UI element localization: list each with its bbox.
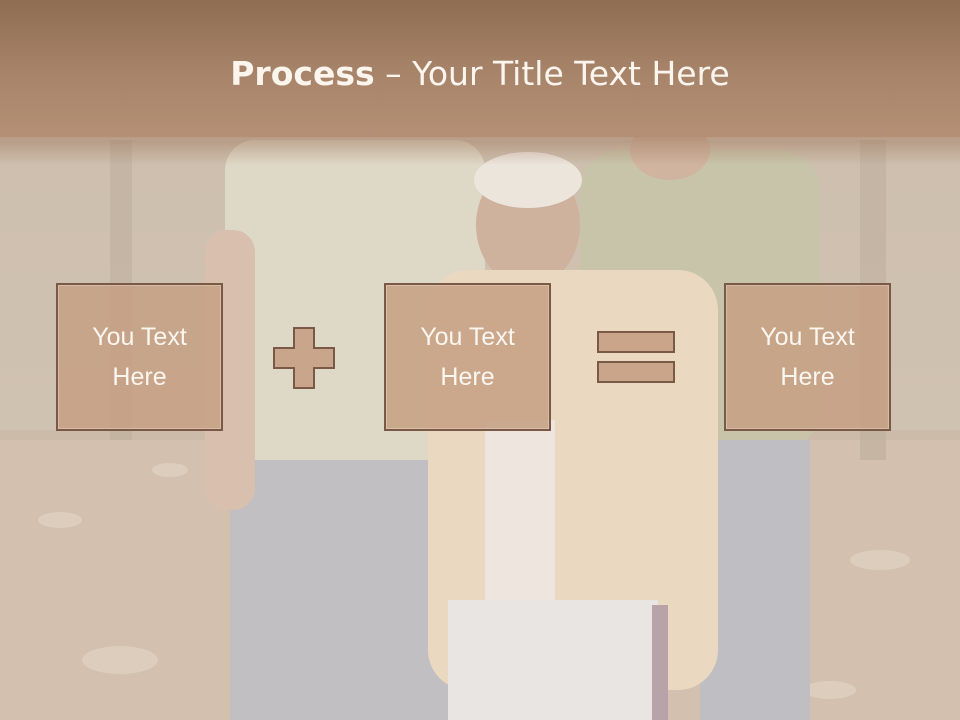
process-step-3-box[interactable]: You Text Here <box>724 283 891 431</box>
title-bar <box>0 0 960 137</box>
process-step-1-label: You Text Here <box>92 323 187 391</box>
process-step-2-box[interactable]: You Text Here <box>384 283 551 431</box>
title-bar-shadow <box>0 137 960 165</box>
equals-icon <box>597 331 677 385</box>
slide-title[interactable]: Process – Your Title Text Here <box>0 52 960 96</box>
slide-title-bold: Process <box>230 54 375 93</box>
process-step-3-label: You Text Here <box>760 323 855 391</box>
process-step-2-label: You Text Here <box>420 323 515 391</box>
slide-title-rest: – Your Title Text Here <box>374 54 730 93</box>
process-step-1-box[interactable]: You Text Here <box>56 283 223 431</box>
plus-icon <box>273 327 335 389</box>
